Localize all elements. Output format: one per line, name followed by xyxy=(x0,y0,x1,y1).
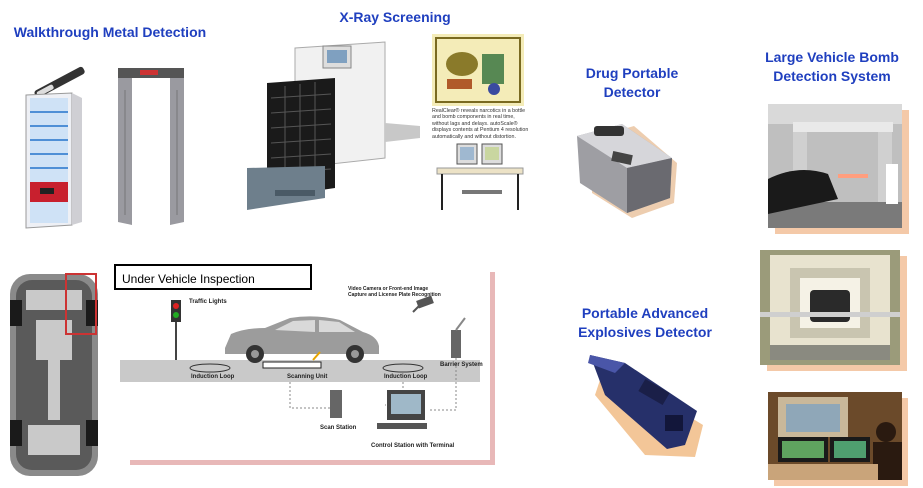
induction-loop-left-label: Induction Loop xyxy=(191,374,235,380)
scan-station-icon xyxy=(330,390,342,418)
undercarriage-image xyxy=(10,273,98,476)
explosives-detector-title: Portable Advanced Explosives Detector xyxy=(570,304,720,342)
road xyxy=(120,360,480,382)
barrier-system-label: Barrier System xyxy=(440,362,483,368)
uvi-diagram xyxy=(120,295,480,429)
uvi-title-box: Under Vehicle Inspection xyxy=(114,264,312,290)
induction-loop-right-label: Induction Loop xyxy=(384,374,428,380)
drug-title-line2: Detector xyxy=(603,84,661,100)
scanning-unit-label: Scanning Unit xyxy=(287,374,328,380)
handheld-wand-image xyxy=(34,66,85,98)
scanning-unit xyxy=(262,361,322,369)
induction-loop-left xyxy=(189,363,231,373)
walkthrough-title: Walkthrough Metal Detection xyxy=(13,24,207,40)
barrier-system-icon xyxy=(451,317,466,358)
large-vehicle-title-line1: Large Vehicle Bomb xyxy=(765,49,899,65)
xray-workstation-image xyxy=(436,143,524,210)
induction-loop-right xyxy=(382,363,424,373)
blue-walkthrough-gate-image xyxy=(25,92,82,229)
drug-detector-title: Drug Portable Detector xyxy=(572,64,692,102)
control-station-label: Control Station with Terminal xyxy=(371,443,455,449)
uvi-frame xyxy=(130,272,495,465)
xray-title: X-Ray Screening xyxy=(339,9,451,25)
camera-icon xyxy=(412,295,434,313)
xray-caption: RealClear® reveals narcotics in a bottle… xyxy=(432,108,529,140)
camera-label: Video Camera or Front-end Image Capture … xyxy=(348,286,441,298)
large-vehicle-photo3 xyxy=(768,392,902,480)
control-station-icon xyxy=(377,390,427,429)
uvi-title: Under Vehicle Inspection xyxy=(122,272,255,286)
gray-walkthrough-gate-image xyxy=(118,68,184,225)
traffic-lights-label: Traffic Lights xyxy=(189,299,227,305)
walkthrough-detector-images xyxy=(25,66,184,229)
large-vehicle-title-line2: Detection System xyxy=(773,68,891,84)
drug-detector-image xyxy=(577,124,677,218)
explosives-title-line1: Portable Advanced xyxy=(581,305,709,321)
xray-scan-image xyxy=(432,34,524,106)
large-vehicle-photo2 xyxy=(760,250,900,365)
drug-title-line1: Drug Portable xyxy=(585,65,679,81)
explosives-detector-image xyxy=(588,355,703,457)
explosives-title-line2: Explosives Detector xyxy=(578,324,712,340)
scan-station-label: Scan Station xyxy=(320,425,357,431)
traffic-light-icon xyxy=(171,300,181,360)
xray-machine-image xyxy=(247,41,420,210)
large-vehicle-photo1 xyxy=(768,104,902,228)
large-vehicle-title: Large Vehicle Bomb Detection System xyxy=(752,48,912,86)
car-image xyxy=(225,316,379,363)
